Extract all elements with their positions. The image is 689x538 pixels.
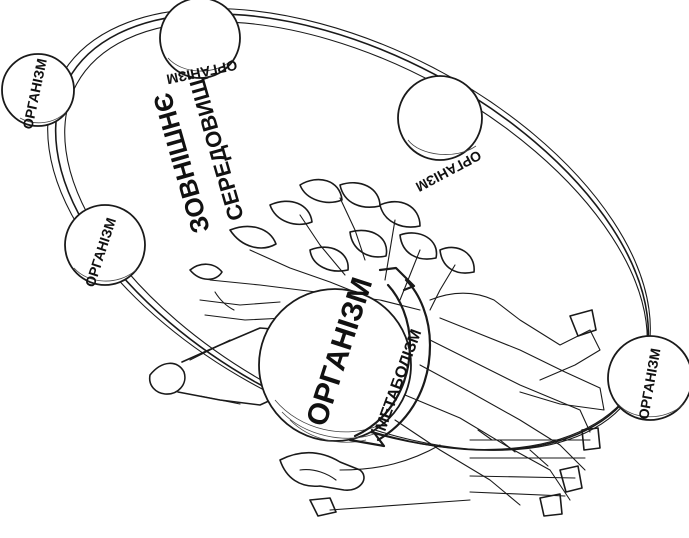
orbit-organism-2: ОРГАНІЗМ (160, 0, 240, 88)
environment-label: ЗОВНІШНЄ СЕРЕДОВИЩЕ (147, 61, 249, 236)
orbit-organism-1: ОРГАНІЗМ (2, 54, 74, 131)
orbit-organism-3: ОРГАНІЗМ (398, 76, 484, 195)
orbit-organism-4: ОРГАНІЗМ (65, 205, 145, 289)
orbit-organism-5: ОРГАНІЗМ (608, 336, 689, 421)
